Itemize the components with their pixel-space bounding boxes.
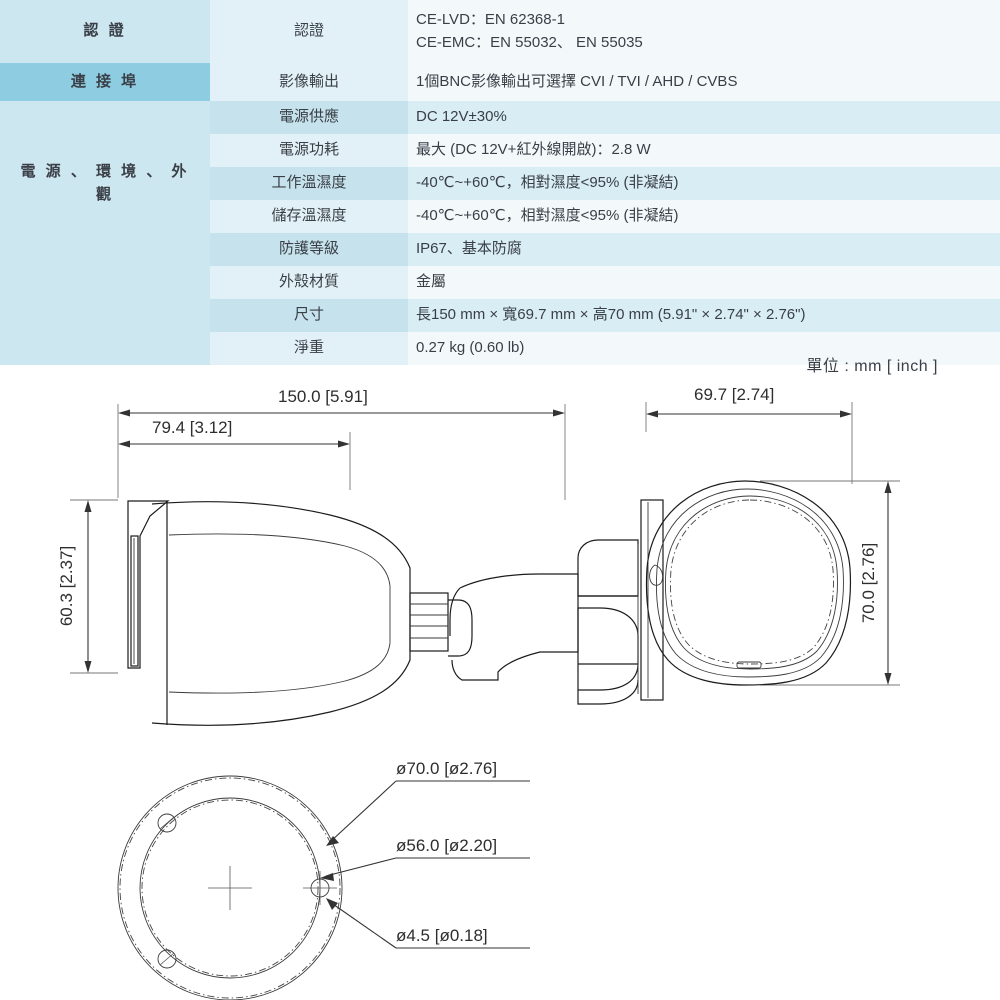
category-cell-certification: 認 證 xyxy=(0,0,210,63)
item-cell-net-weight: 淨重 xyxy=(210,332,408,365)
callout-label-bolt-circle-diameter: ø56.0 [ø2.20] xyxy=(396,836,497,855)
value-cell-storage-temp-humidity: -40℃~+60℃，相對濕度<95% (非凝結) xyxy=(408,200,1000,233)
drawings-svg: 150.0 [5.91] 79.4 [3.12] 60 xyxy=(57,385,900,1000)
specification-table: 認 證 認證 CE-LVD：EN 62368-1 CE-EMC：EN 55032… xyxy=(0,0,1000,365)
category-cell-blank xyxy=(0,266,210,365)
value-cell-housing-material: 金屬 xyxy=(408,266,1000,299)
value-cell-net-weight: 0.27 kg (0.60 lb) xyxy=(408,332,1000,365)
table-row: 淨重 0.27 kg (0.60 lb) xyxy=(0,332,1000,365)
item-cell-power-supply: 電源供應 xyxy=(210,101,408,134)
category-cell-ports: 連 接 埠 xyxy=(0,63,210,101)
dimension-label-front-width: 69.7 [2.74] xyxy=(694,385,774,404)
dimension-label-front-height: 70.0 [2.76] xyxy=(859,543,878,623)
center-mark xyxy=(208,866,252,910)
item-cell-video-output: 影像輸出 xyxy=(210,63,408,101)
callout-label-outer-diameter: ø70.0 [ø2.76] xyxy=(396,759,497,778)
dimension-body-length xyxy=(118,432,351,490)
item-cell-storage-temp-humidity: 儲存溫濕度 xyxy=(210,200,408,233)
value-line: CE-LVD：EN 62368-1 xyxy=(416,11,565,28)
table-row: 電 源 、 環 境 、 外 觀 電源供應 DC 12V±30% xyxy=(0,101,1000,266)
screw-hole-right xyxy=(303,871,337,905)
dimension-label-body-height: 60.3 [2.37] xyxy=(57,546,76,626)
dimension-drawings: 150.0 [5.91] 79.4 [3.12] 60 xyxy=(0,368,1000,1000)
callout-screw-hole-diameter xyxy=(326,898,530,949)
callout-bolt-circle-diameter xyxy=(320,857,530,881)
dimension-label-overall-length: 150.0 [5.91] xyxy=(278,387,368,406)
table-row: 外殼材質 金屬 xyxy=(0,266,1000,365)
table-row: 防護等級 IP67、基本防腐 xyxy=(0,233,1000,266)
dimension-body-height xyxy=(70,499,118,674)
category-cell-power-env-appearance: 電 源 、 環 境 、 外 觀 xyxy=(0,101,210,266)
unit-note: 單位 : mm [ inch ] xyxy=(806,358,938,375)
value-cell-certification: CE-LVD：EN 62368-1 CE-EMC：EN 55032、 EN 55… xyxy=(408,0,1000,63)
dimension-label-body-length: 79.4 [3.12] xyxy=(152,418,232,437)
item-cell-dimensions: 尺寸 xyxy=(210,299,408,332)
item-cell-power-consumption: 電源功耗 xyxy=(210,134,408,167)
table-row: 認 證 認證 CE-LVD：EN 62368-1 CE-EMC：EN 55032… xyxy=(0,0,1000,63)
table-row: 工作溫濕度 -40℃~+60℃，相對濕度<95% (非凝結) xyxy=(0,167,1000,200)
item-cell-operating-temp-humidity: 工作溫濕度 xyxy=(210,167,408,200)
item-cell-certification: 認證 xyxy=(210,0,408,63)
callout-outer-diameter xyxy=(326,780,530,846)
value-cell-operating-temp-humidity: -40℃~+60℃，相對濕度<95% (非凝結) xyxy=(408,167,1000,200)
value-cell-power-consumption: 最大 (DC 12V+紅外線開啟)：2.8 W xyxy=(408,134,1000,167)
table-row: 尺寸 長150 mm × 寬69.7 mm × 高70 mm (5.91" × … xyxy=(0,299,1000,332)
value-line: CE-EMC：EN 55032、 EN 55035 xyxy=(416,33,643,51)
value-cell-power-supply: DC 12V±30% xyxy=(408,101,1000,134)
value-cell-video-output: 1個BNC影像輸出可選擇 CVI / TVI / AHD / CVBS xyxy=(408,63,1000,101)
table-row: 儲存溫濕度 -40℃~+60℃，相對濕度<95% (非凝結) xyxy=(0,200,1000,233)
callout-label-screw-hole-diameter: ø4.5 [ø0.18] xyxy=(396,926,488,945)
camera-front-view: 69.7 [2.74] 70.0 [2.76] xyxy=(645,385,900,686)
camera-base-plate-view: ø70.0 [ø2.76] ø56.0 [ø2.20] ø4.5 [ø0.18] xyxy=(117,759,530,1000)
value-cell-dimensions: 長150 mm × 寬69.7 mm × 高70 mm (5.91" × 2.7… xyxy=(408,299,1000,332)
camera-side-view: 150.0 [5.91] 79.4 [3.12] 60 xyxy=(57,387,664,726)
dimension-front-width xyxy=(645,402,853,484)
item-cell-housing-material: 外殼材質 xyxy=(210,266,408,299)
table-row: 連 接 埠 影像輸出 1個BNC影像輸出可選擇 CVI / TVI / AHD … xyxy=(0,63,1000,101)
table-row: 電源功耗 最大 (DC 12V+紅外線開啟)：2.8 W xyxy=(0,134,1000,167)
dimension-front-height xyxy=(760,480,900,686)
dimension-overall-length xyxy=(117,404,566,500)
screw-hole-lower-left xyxy=(157,949,177,969)
screw-hole-upper-left xyxy=(157,813,177,833)
item-cell-ingress-protection: 防護等級 xyxy=(210,233,408,266)
knurled-collar xyxy=(409,592,449,652)
value-cell-ingress-protection: IP67、基本防腐 xyxy=(408,233,1000,266)
